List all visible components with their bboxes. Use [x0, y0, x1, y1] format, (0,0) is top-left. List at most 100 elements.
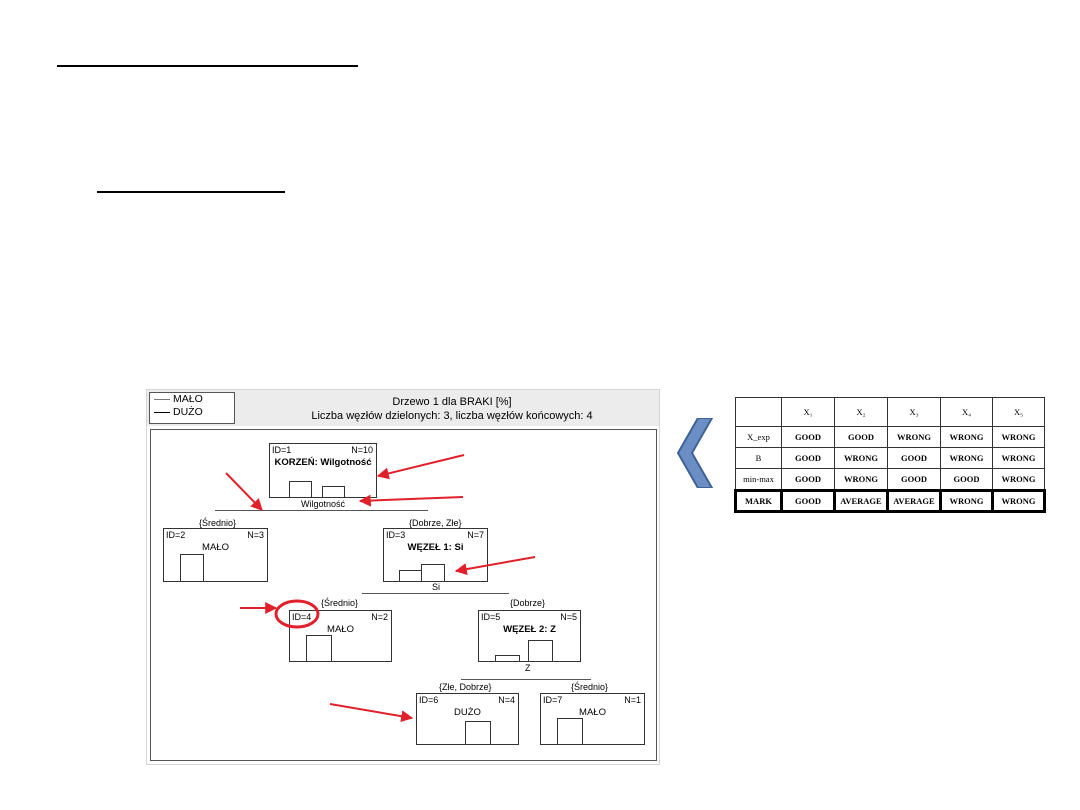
- tree-subtitle: Liczba węzłów dzielonych: 3, liczba węzł…: [311, 410, 593, 422]
- histogram-bar: [322, 486, 345, 497]
- table-cell: WRONG: [992, 447, 1045, 469]
- node-id: ID=6: [419, 695, 439, 705]
- tree-node-leaf: ID=4 N=2 MAŁO: [289, 610, 392, 662]
- split-line: [215, 510, 428, 511]
- red-arrow-icon: [358, 494, 464, 507]
- node-id: ID=1: [272, 445, 292, 455]
- legend-item-duzo: DUŻO: [150, 406, 234, 419]
- node-count: N=10: [351, 445, 373, 455]
- tree-frame: ID=1 N=10 KORZEŃ: Wilgotność Wilgotność …: [150, 429, 657, 761]
- tree-node-leaf: ID=6 N=4 DUŻO: [416, 693, 519, 745]
- table-cell: GOOD: [781, 447, 835, 469]
- table-row-mark: MARK GOOD AVERAGE AVERAGE WRONG WRONG: [734, 489, 1046, 513]
- row-label: X_exp: [735, 426, 782, 448]
- legend-line-icon: [154, 399, 170, 400]
- tree-title: Drzewo 1 dla BRAKI [%]: [392, 396, 512, 408]
- split-line: [461, 679, 591, 680]
- table-header: X₁: [781, 397, 835, 427]
- table-cell: WRONG: [940, 447, 993, 469]
- histogram-bar: [528, 640, 553, 661]
- branch-label: {Średnio}: [571, 682, 609, 692]
- split-label: Si: [432, 582, 441, 592]
- red-arrow-icon: [454, 556, 536, 576]
- figure-header: MAŁO DUŻO Drzewo 1 dla BRAKI [%] Liczba …: [147, 390, 659, 426]
- table-cell: WRONG: [991, 489, 1046, 513]
- title-underline: [57, 65, 358, 67]
- split-label: Z: [525, 663, 531, 673]
- histogram-bar: [289, 481, 312, 497]
- table-cell: WRONG: [939, 489, 994, 513]
- row-label: min-max: [735, 468, 782, 491]
- table-header: X₃: [887, 397, 941, 427]
- row-label: B: [735, 447, 782, 469]
- histogram-bar: [465, 721, 491, 744]
- table-cell: WRONG: [887, 426, 941, 448]
- branch-label: {Dobrze}: [510, 598, 546, 608]
- red-arrow-icon: [376, 454, 465, 480]
- node-id: ID=4: [292, 612, 312, 622]
- legend-item-malo: MAŁO: [150, 393, 234, 406]
- table-cell: WRONG: [834, 468, 888, 491]
- histogram-bar: [421, 564, 445, 581]
- split-label: Wilgotność: [301, 499, 346, 509]
- branch-label: {Średnio}: [199, 518, 237, 528]
- tree-node-leaf: ID=7 N=1 MAŁO: [540, 693, 645, 745]
- subtitle-underline: [97, 191, 285, 193]
- split-line: [362, 593, 509, 594]
- node-label: WĘZEŁ 1: Si: [407, 542, 464, 553]
- table-header-row: X₁ X₂ X₃ X₄ X₅: [735, 397, 1045, 427]
- node-label: MAŁO: [202, 542, 229, 553]
- tree-node-split: ID=3 N=7 WĘZEŁ 1: Si: [383, 528, 488, 582]
- node-count: N=4: [498, 695, 515, 705]
- node-count: N=1: [624, 695, 641, 705]
- table-header: [735, 397, 782, 427]
- node-id: ID=7: [543, 695, 563, 705]
- table-cell: WRONG: [992, 426, 1045, 448]
- histogram-bar: [180, 554, 204, 581]
- table-row: X_exp GOOD GOOD WRONG WRONG WRONG: [735, 426, 1045, 448]
- tree-node-leaf: ID=2 N=3 MAŁO: [163, 528, 268, 582]
- histogram-bar: [557, 718, 583, 744]
- table-cell: WRONG: [940, 426, 993, 448]
- table-row: min-max GOOD WRONG GOOD GOOD WRONG: [735, 468, 1045, 491]
- branch-label: {Złe, Dobrze}: [439, 682, 492, 692]
- node-label: MAŁO: [579, 707, 606, 718]
- highlight-circle-icon: [274, 599, 320, 629]
- table-cell: WRONG: [834, 447, 888, 469]
- node-id: ID=2: [166, 530, 186, 540]
- table-header: X₄: [940, 397, 993, 427]
- red-arrow-icon: [225, 472, 263, 511]
- node-count: N=5: [560, 612, 577, 622]
- legend-line-icon: [154, 412, 170, 413]
- table-cell: GOOD: [781, 468, 835, 491]
- legend: MAŁO DUŻO: [149, 392, 235, 424]
- histogram-bar: [306, 635, 332, 661]
- node-label: KORZEŃ: Wilgotność: [274, 457, 372, 468]
- table-cell: GOOD: [834, 426, 888, 448]
- chevron-left-icon: [676, 418, 714, 488]
- table-cell: GOOD: [887, 447, 941, 469]
- row-label: MARK: [734, 489, 783, 513]
- histogram-bar: [495, 655, 520, 661]
- table-cell: GOOD: [780, 489, 836, 513]
- node-count: N=3: [247, 530, 264, 540]
- tree-node-split: ID=5 N=5 WĘZEŁ 2: Z: [478, 610, 581, 662]
- table-cell: GOOD: [781, 426, 835, 448]
- decision-tree-figure: MAŁO DUŻO Drzewo 1 dla BRAKI [%] Liczba …: [146, 389, 660, 765]
- node-id: ID=3: [386, 530, 406, 540]
- node-label: WĘZEŁ 2: Z: [503, 624, 556, 635]
- table-header: X₅: [992, 397, 1045, 427]
- node-id: ID=5: [481, 612, 501, 622]
- node-count: N=2: [371, 612, 388, 622]
- red-arrow-icon: [329, 703, 414, 723]
- table-cell: GOOD: [940, 468, 993, 491]
- node-label: MAŁO: [327, 624, 354, 635]
- node-count: N=7: [467, 530, 484, 540]
- branch-label: {Średnio}: [321, 598, 359, 608]
- tree-node-root: ID=1 N=10 KORZEŃ: Wilgotność: [269, 443, 377, 498]
- table-row: B GOOD WRONG GOOD WRONG WRONG: [735, 447, 1045, 469]
- table-header: X₂: [834, 397, 888, 427]
- table-cell: WRONG: [992, 468, 1045, 491]
- evaluation-table: X₁ X₂ X₃ X₄ X₅ X_exp GOOD GOOD WRONG WRO…: [734, 397, 1046, 513]
